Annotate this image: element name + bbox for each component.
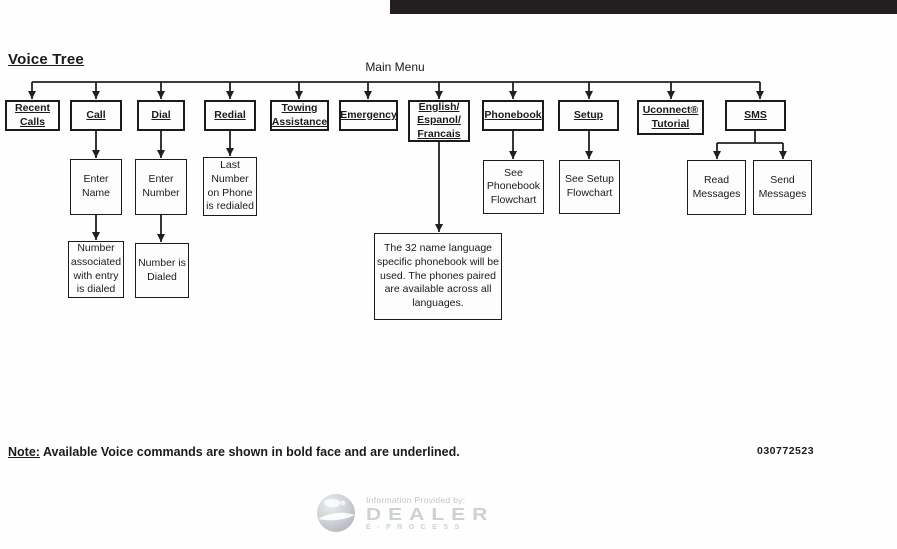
dealer-eprocess-watermark: Information Provided by: DEALER E-PROCES… — [316, 489, 494, 537]
brand-text-block: Information Provided by: DEALER E-PROCES… — [366, 495, 494, 531]
top-black-bar — [390, 0, 897, 14]
tree-node-phonebook: Phonebook — [482, 100, 544, 131]
tree-node-see-setup-flowchart: See Setup Flowchart — [559, 160, 620, 214]
page-title: Voice Tree — [8, 51, 84, 68]
tree-node-call: Call — [70, 100, 122, 131]
tree-node-last-number-redialed: Last Number on Phone is redialed — [203, 157, 257, 216]
tree-node-read-messages: Read Messages — [687, 160, 746, 215]
note-text: Note: Available Voice commands are shown… — [8, 445, 460, 459]
tree-node-send-messages: Send Messages — [753, 160, 812, 215]
tree-node-emergency: Emergency — [339, 100, 398, 131]
tree-node-number-is-dialed: Number is Dialed — [135, 243, 189, 298]
tree-node-towing-assistance: Towing Assistance — [270, 100, 329, 131]
provided-by-label: Information Provided by: — [366, 495, 466, 505]
tree-node-enter-name: Enter Name — [70, 159, 122, 215]
tree-root-label: Main Menu — [365, 60, 425, 74]
tree-node-uconnect-tutorial: Uconnect® Tutorial — [637, 100, 704, 135]
globe-icon — [317, 494, 355, 532]
note-label: Note: — [8, 445, 40, 459]
tree-node-sms: SMS — [725, 100, 786, 131]
tree-node-setup: Setup — [558, 100, 619, 131]
tree-node-language-note: The 32 name language specific phonebook … — [374, 233, 502, 320]
tree-node-enter-number: Enter Number — [135, 159, 187, 215]
tree-node-language: English/ Espanol/ Francais — [408, 100, 470, 142]
tree-node-recent-calls: Recent Calls — [5, 100, 60, 131]
tree-node-see-phonebook-flowchart: See Phonebook Flowchart — [483, 160, 544, 214]
eprocess-wordmark: E-PROCESS — [366, 524, 466, 531]
document-number: 030772523 — [757, 445, 815, 457]
note-body: Available Voice commands are shown in bo… — [39, 445, 460, 459]
dealer-wordmark: DEALER — [366, 505, 495, 525]
tree-node-number-associated-dialed: Number associated with entry is dialed — [68, 241, 124, 298]
tree-node-dial: Dial — [137, 100, 185, 131]
tree-node-redial: Redial — [204, 100, 256, 131]
